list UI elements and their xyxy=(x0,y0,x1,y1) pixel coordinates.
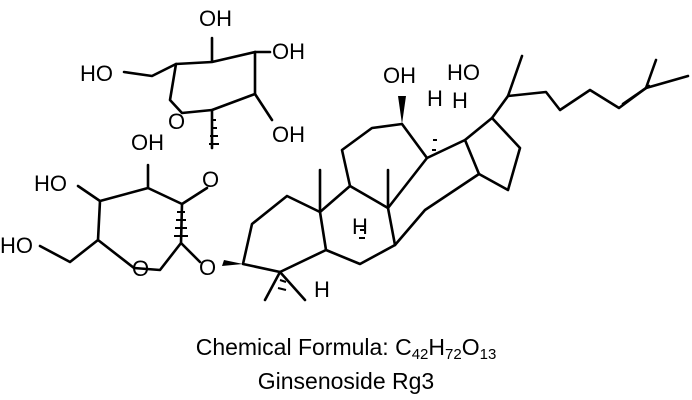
formula-carbon-count: 42 xyxy=(411,346,429,363)
ring-oxygen-label: O xyxy=(168,109,185,134)
compound-name: Ginsenoside Rg3 xyxy=(257,368,435,394)
hydroxyl-label: OH xyxy=(272,39,305,64)
bond-lines xyxy=(38,36,690,302)
hydrogen-label: H xyxy=(352,214,368,239)
ring-oxygen-label: O xyxy=(132,256,149,281)
atom-labels: OH OH HO O OH OH O HO HO O O OH HO H H H… xyxy=(0,6,480,302)
hydroxyl-label: OH xyxy=(383,63,416,88)
formula-label: Chemical Formula: xyxy=(195,334,396,360)
hydroxyl-label: HO xyxy=(0,233,33,258)
stereo-wedges xyxy=(222,96,406,266)
hydroxyl-label: HO xyxy=(80,61,113,86)
formula-hydrogen-count: 72 xyxy=(445,346,462,363)
formula-oxygen: O xyxy=(461,334,480,360)
hydroxyl-label: HO xyxy=(34,171,67,196)
hydroxyl-label: OH xyxy=(272,122,305,147)
chemical-formula: Chemical Formula: C42H72O13 xyxy=(0,333,692,363)
glycosidic-oxygen-label: O xyxy=(199,255,216,280)
hydrogen-label: H xyxy=(427,86,443,111)
ginsenoside-rg3-structure: OH OH HO O OH OH O HO HO O O OH HO H H H… xyxy=(0,6,690,302)
hydrogen-label: H xyxy=(452,88,468,113)
stereo-hashes xyxy=(174,119,437,291)
hydroxyl-label: HO xyxy=(447,60,480,85)
formula-hydrogen: H xyxy=(428,334,446,360)
hydrogen-label: H xyxy=(314,277,330,302)
formula-oxygen-count: 13 xyxy=(479,346,497,363)
hydroxyl-label: OH xyxy=(131,130,164,155)
formula-carbon: C xyxy=(395,334,412,360)
glycosidic-oxygen-label: O xyxy=(202,167,219,192)
hydroxyl-label: OH xyxy=(199,6,232,31)
